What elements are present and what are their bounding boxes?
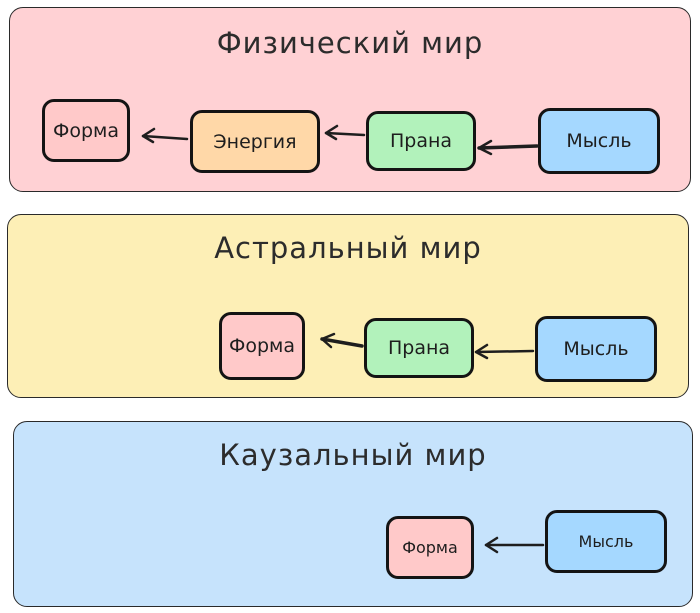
physical-world-title: Физический мир <box>216 26 484 60</box>
physical-mysl-node: Мысль <box>538 108 660 174</box>
astral-mysl-node: Мысль <box>535 316 657 382</box>
causal-forma-node: Форма <box>386 516 474 579</box>
astral-forma-node: Форма <box>219 312 305 380</box>
astral-prana-node: Прана <box>364 318 474 378</box>
physical-forma-node: Форма <box>42 99 130 162</box>
causal-world-panel: Каузальный мир <box>13 421 693 607</box>
physical-energia-node: Энергия <box>190 110 320 173</box>
causal-world-title: Каузальный мир <box>219 438 487 472</box>
astral-world-title: Астральный мир <box>214 231 482 265</box>
physical-prana-node: Прана <box>366 111 476 171</box>
causal-mysl-node: Мысль <box>545 510 667 573</box>
